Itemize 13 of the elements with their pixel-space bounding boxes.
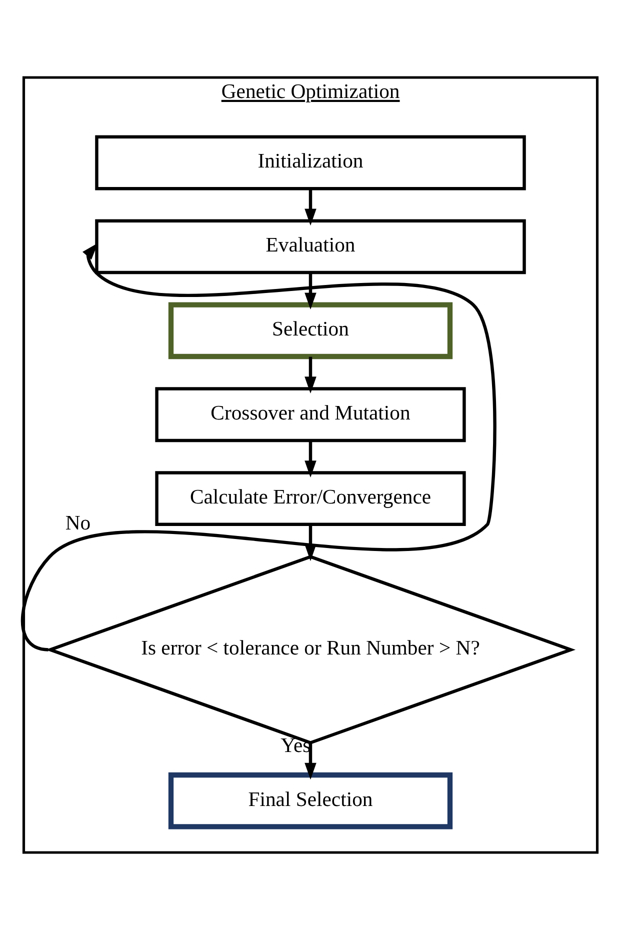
- arrow: [304, 188, 316, 226]
- node-box: Calculate Error/Convergence: [155, 471, 466, 526]
- arrow: [304, 440, 316, 478]
- edge-label: No: [65, 512, 91, 535]
- arrow: [304, 742, 316, 780]
- arrow: [21, 243, 496, 652]
- node-box: Final Selection: [168, 772, 453, 830]
- node-box: Initialization: [95, 135, 526, 190]
- node-box: Crossover and Mutation: [155, 387, 466, 442]
- node-box: Evaluation: [95, 219, 526, 274]
- arrow: [304, 272, 316, 310]
- node-box: Selection: [168, 302, 453, 360]
- arrow: [304, 356, 316, 394]
